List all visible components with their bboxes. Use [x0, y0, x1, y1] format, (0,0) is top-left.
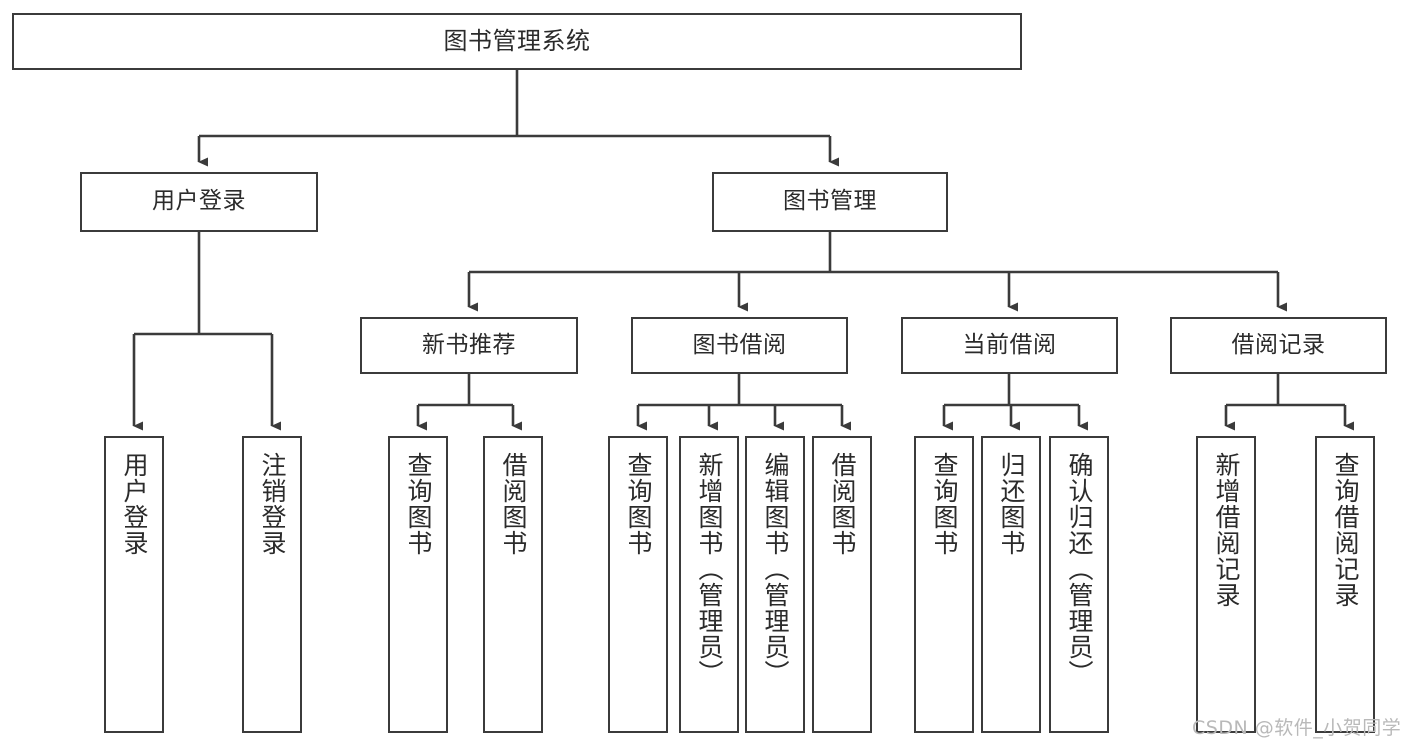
leaf-borrow-book-1[interactable]: 借阅图书 — [483, 436, 543, 733]
node-borrow-record-label: 借阅记录 — [1231, 331, 1326, 358]
node-root[interactable]: 图书管理系统 — [12, 13, 1022, 70]
leaf-query-book-3[interactable]: 查询图书 — [914, 436, 974, 733]
leaf-query-book-1[interactable]: 查询图书 — [388, 436, 448, 733]
node-book-manage[interactable]: 图书管理 — [712, 172, 948, 232]
leaf-edit-book-label: 编辑图书（管理员） — [761, 452, 790, 686]
leaf-borrow-book-2-label: 借阅图书 — [828, 452, 857, 556]
node-current-borrow[interactable]: 当前借阅 — [901, 317, 1118, 374]
leaf-query-book-2[interactable]: 查询图书 — [608, 436, 668, 733]
leaf-user-login[interactable]: 用户登录 — [104, 436, 164, 733]
leaf-query-record[interactable]: 查询借阅记录 — [1315, 436, 1375, 733]
leaf-query-record-label: 查询借阅记录 — [1331, 452, 1360, 608]
leaf-borrow-book-2[interactable]: 借阅图书 — [812, 436, 872, 733]
node-current-borrow-label: 当前借阅 — [962, 331, 1057, 358]
leaf-return-book-label: 归还图书 — [997, 452, 1026, 556]
leaf-borrow-book-1-label: 借阅图书 — [499, 452, 528, 556]
leaf-user-login-label: 用户登录 — [120, 452, 149, 556]
node-book-manage-label: 图书管理 — [783, 188, 877, 215]
leaf-query-book-1-label: 查询图书 — [404, 452, 433, 556]
leaf-return-book[interactable]: 归还图书 — [981, 436, 1041, 733]
leaf-user-logout[interactable]: 注销登录 — [242, 436, 302, 733]
leaf-add-record[interactable]: 新增借阅记录 — [1196, 436, 1256, 733]
node-new-book-recommend[interactable]: 新书推荐 — [360, 317, 578, 374]
leaf-confirm-return[interactable]: 确认归还（管理员） — [1049, 436, 1109, 733]
node-user-login-label: 用户登录 — [152, 188, 246, 215]
leaf-query-book-3-label: 查询图书 — [930, 452, 959, 556]
leaf-add-book-label: 新增图书（管理员） — [695, 452, 724, 686]
node-user-login[interactable]: 用户登录 — [80, 172, 318, 232]
leaf-add-record-label: 新增借阅记录 — [1212, 452, 1241, 608]
leaf-confirm-return-label: 确认归还（管理员） — [1065, 452, 1094, 686]
node-new-book-recommend-label: 新书推荐 — [422, 331, 516, 358]
node-root-label: 图书管理系统 — [443, 27, 591, 56]
leaf-add-book[interactable]: 新增图书（管理员） — [679, 436, 739, 733]
leaf-user-logout-label: 注销登录 — [258, 452, 287, 556]
node-book-borrow[interactable]: 图书借阅 — [631, 317, 848, 374]
node-borrow-record[interactable]: 借阅记录 — [1170, 317, 1387, 374]
node-book-borrow-label: 图书借阅 — [692, 331, 787, 358]
leaf-edit-book[interactable]: 编辑图书（管理员） — [745, 436, 805, 733]
leaf-query-book-2-label: 查询图书 — [624, 452, 653, 556]
watermark: CSDN @软件_小贺同学 — [1192, 717, 1402, 739]
